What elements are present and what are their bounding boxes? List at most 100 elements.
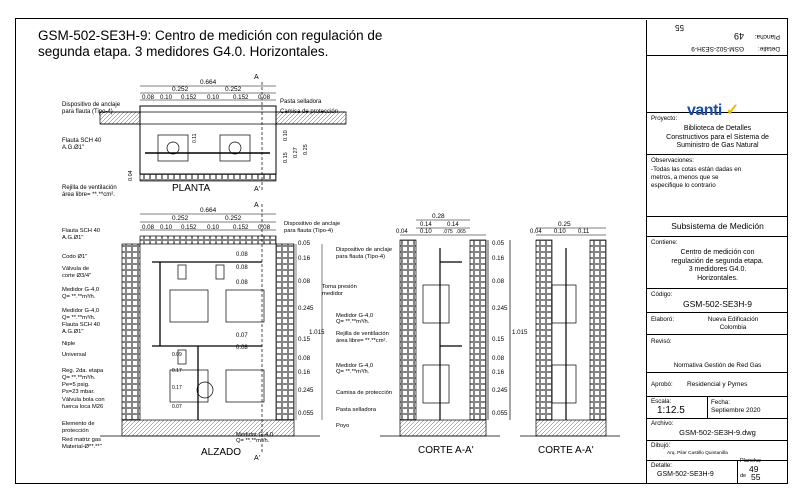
tb-escala: Escala: 1:12.5 [647,397,708,418]
tb-fecha-label: Fecha: [711,399,730,406]
svg-text:área libre= **.**cm².: área libre= **.**cm². [336,338,387,344]
tb-plancha2-label: Plancha: [740,458,762,464]
corte1-dim-row-0: 0.04 [396,229,408,235]
plan-dim-half-right: 0.252 [225,86,242,93]
svg-text:Q= **.**m³/h.: Q= **.**m³/h. [336,369,370,375]
corte1-v-8: 0.055 [492,410,508,417]
elevation-view [100,204,320,452]
tb-plancha-label: Plancha: [754,33,780,40]
plan-view-label: PLANTA [172,183,210,194]
svg-text:para flauta (Tipo-4): para flauta (Tipo-4) [336,254,385,260]
elev-v-right-8: 0.055 [298,410,314,417]
svg-text:para flauta (Tipo-4): para flauta (Tipo-4) [284,228,333,234]
tb-plancha-value: 49 [733,31,744,41]
elevation-dimensions [140,213,323,420]
elev-inner-1: 0.08 [236,265,248,271]
technical-drawing: 0.664 0.252 0.252 0.08 0.10 0.152 0.10 0… [62,74,620,462]
plan-dim-row-0: 0.08 [142,94,155,101]
plan-dim-row-5: 0.08 [258,94,271,101]
tb-contiene-label: Contiene: [651,239,678,246]
tb-contiene-value: Centro de medición con regulación de seg… [671,249,764,282]
elev-inner-8: 0.07 [172,404,182,410]
corte1-v-total: 1.015 [512,329,528,336]
section-2-view [520,239,620,437]
tb-contiene: Contiene: Centro de medición con regulac… [647,237,788,289]
svg-text:Material-Ø**.**": Material-Ø**.**" [62,444,102,450]
corte1-dim-row-3: .065 [456,229,466,235]
svg-text:Elemento de: Elemento de [62,421,95,427]
tb-elaboro: Elaboró: Nueva Edificación Colombia [647,313,788,335]
tb-fecha-value: Septiembre 2020 [711,407,761,414]
elev-v-right-5: 0.08 [298,355,311,362]
tb-proyecto-value: Biblioteca de Detalles Constructivos par… [666,125,769,149]
tb-plancha2-value: 49 [749,464,759,474]
tb-observaciones-value: -Todas las cotas están dadas en metros, … [651,166,742,189]
corte1-v-3: 0.245 [492,305,508,312]
svg-text:Medidor G-4,0: Medidor G-4,0 [336,363,373,369]
svg-text:Toma presión: Toma presión [322,284,357,290]
drawing-title: GSM-502-SE3H-9: Centro de medición con r… [38,28,383,59]
svg-text:corte Ø3/4": corte Ø3/4" [62,273,91,279]
svg-text:Q= **.**m³/h.: Q= **.**m³/h. [336,319,370,325]
elev-view-label: ALZADO [201,447,241,458]
tb-footer-detalle: Detalle: GSM-502-SE3H-9 [647,461,738,483]
corte2-dim-total: 0.25 [558,221,571,228]
tb-codigo-label: Código: [651,291,673,298]
tb-observaciones-label: Observaciones: [651,157,694,164]
svg-text:fuerca loca M26: fuerca loca M26 [62,404,103,410]
tb-dibujo-value: Arq. Pilar Castillo Quintanilla [667,451,728,456]
elev-dim-row-2: 0.152 [181,224,197,231]
plan-dimensions [140,85,276,101]
tb-reviso-value: Normativa Gestión de Red Gas [673,362,762,369]
plan-dim-v-right-1: 0.15 [283,152,289,163]
tb-dibujo-label: Dibujó: [651,442,671,449]
tb-archivo: Archivo: GSM-502-SE3H-9.dwg [647,419,788,441]
elev-dim-row-0: 0.08 [142,224,155,231]
svg-text:Q= **.**m³/h.: Q= **.**m³/h. [236,438,270,444]
svg-text:medidor: medidor [322,291,343,297]
corte1-dim-row-2: .075 [443,229,453,235]
elev-v-right-7: 0.245 [298,387,314,394]
corte1-dim-row-1: 0.10 [420,229,432,235]
corte1-v-2: 0.08 [492,278,505,285]
plan-view [99,82,347,190]
tb-codigo-value: GSM-502-SE3H-9 [683,299,752,309]
elev-section-a-top: A [254,202,259,209]
tb-subsistema-value: Subsistema de Medición [671,221,764,231]
svg-text:Poyo: Poyo [336,423,349,429]
svg-text:Pe=5 psig.: Pe=5 psig. [62,382,90,388]
elev-dim-row-1: 0.10 [160,224,173,231]
svg-text:Camisa de protección: Camisa de protección [336,390,392,396]
elev-v-right-4: 0.15 [298,336,311,343]
tb-codigo: Código: GSM-502-SE3H-9 [647,289,788,313]
elevation-labels: Flauta SCH 40A.G.Ø1" Codo Ø1" Válvula de… [62,221,357,450]
drawing-sheet [15,18,788,484]
vanti-logo: vanti ✓ [687,102,739,119]
svg-text:Medidor G-4,0: Medidor G-4,0 [236,432,273,438]
elev-section-a-bottom: A' [254,455,260,462]
elev-dim-half-right: 0.252 [225,215,242,222]
tb-footer: Detalle: GSM-502-SE3H-9 Plancha: 49 de 5… [647,458,788,483]
tb-rotated-code: GSM-502-SE3H-9 [691,45,744,52]
tb-rotated-num: 55 [675,23,684,32]
svg-text:Rejilla de ventilación: Rejilla de ventilación [336,331,389,337]
corte1-v-1: 0.16 [492,255,505,262]
plan-label-camisa: Camisa de protección [280,109,338,115]
svg-text:Reg. 2da. etapa: Reg. 2da. etapa [62,368,104,374]
tb-detalle2-label: Detalle: [651,462,672,469]
svg-text:Q= **.**m³/h.: Q= **.**m³/h. [62,315,96,321]
elev-dim-half-left: 0.252 [172,215,189,222]
tb-de-value: 55 [751,472,761,482]
plan-dim-v-right-2: 0.27 [293,147,299,158]
corte1-v-6: 0.16 [492,369,505,376]
tb-observaciones: Observaciones: -Todas las cotas están da… [647,155,788,217]
tb-aprobo-label: Aprobó: [651,381,673,388]
tb-proyecto-label: Proyecto: [651,115,678,122]
tb-archivo-value: GSM-502-SE3H-9.dwg [679,428,756,437]
elev-v-right-1: 0.16 [298,255,311,262]
elev-inner-5: 0.08 [236,345,248,351]
plan-dim-total: 0.664 [200,79,217,86]
svg-text:Medidor G-4,0: Medidor G-4,0 [62,287,99,293]
plan-label-pasta: Pasta selladora [280,99,322,105]
